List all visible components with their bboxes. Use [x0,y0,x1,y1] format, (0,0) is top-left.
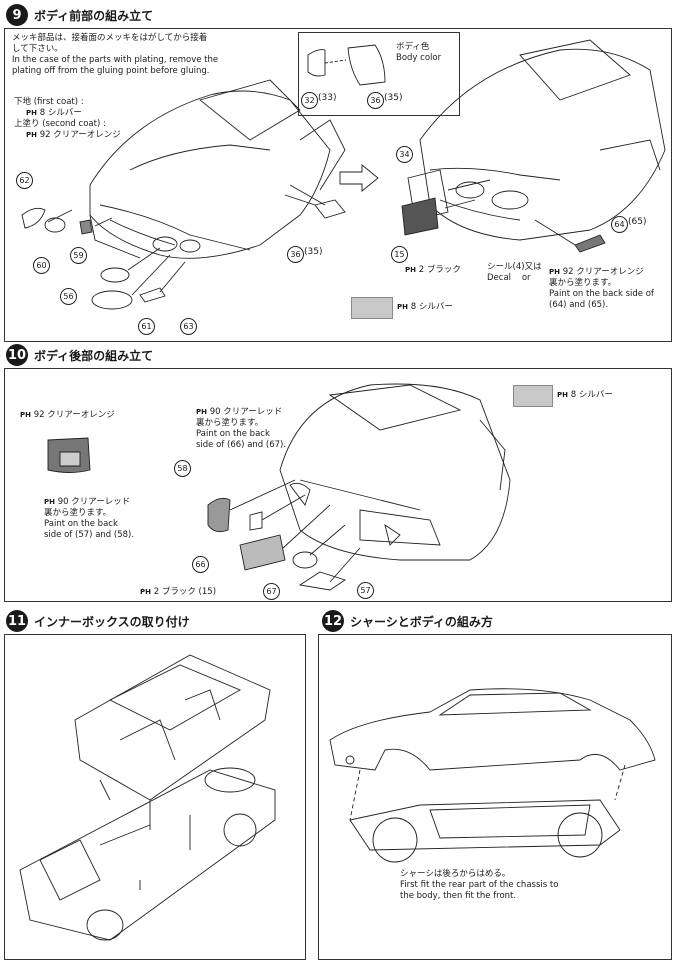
silver-legend: PH 8 シルバー [557,390,613,400]
ph-mark: PH [26,109,37,117]
step11-header: 11 インナーボックスの取り付け [6,610,190,632]
black-paint-label: PH 2 ブラック [405,265,461,275]
part-number: 58 [174,460,191,477]
body-color-jp: ボディ色 [396,42,430,52]
part-number-paren: (35) [384,93,403,103]
step9-header: 9 ボディ前部の組み立て [6,4,153,26]
orange-label: PH 92 クリアーオレンジ [20,410,115,420]
part-number: 59 [70,247,87,264]
coat-note: 下地 (first coat) : PH 8 シルバー 上塗り (second … [14,97,121,141]
part-number: 57 [357,582,374,599]
part-number: 36 [367,92,384,109]
body-color-en: Body color [396,53,442,63]
plating-note-line: plating off from the gluing point before… [12,66,210,76]
step12-header: 12 シャーシとボディの組み方 [322,610,493,632]
step12-note: シャーシは後ろからはめる。 First fit the rear part of… [400,869,559,901]
black-paint-label: PH 2 ブラック (15) [140,587,217,597]
part-number-paren: (33) [318,93,337,103]
step10-title: ボディ後部の組み立て [34,348,154,363]
red-top-note: PH 90 クリアーレッド 裏から塗ります。 Paint on the back… [196,407,287,450]
part-number-paren: (65) [628,217,647,227]
part-number: 32 [301,92,318,109]
silver-swatch [513,385,553,407]
step11-panel [4,634,306,960]
silver-swatch [351,297,393,319]
step12-title: シャーシとボディの組み方 [350,614,493,629]
plating-note-line: して下さい。 [12,44,63,54]
step9-number: 9 [6,4,28,26]
step9-title: ボディ前部の組み立て [34,8,154,23]
silver-legend: PH 8 シルバー [397,302,453,312]
part-number: 60 [33,257,50,274]
part-number: 36 [287,246,304,263]
part-number: 63 [180,318,197,335]
part-number: 67 [263,583,280,600]
plating-note-line: In the case of the parts with plating, r… [12,55,219,65]
ph-mark: PH [26,131,37,139]
step11-title: インナーボックスの取り付け [34,614,190,629]
step10-header: 10 ボディ後部の組み立て [6,344,153,366]
step12-panel [318,634,672,960]
part-number: 15 [391,246,408,263]
part-number: 62 [16,172,33,189]
decal-note: シール(4)又は Decal or [487,262,542,283]
first-coat-paint: 8 シルバー [39,108,82,118]
first-coat-label: 下地 (first coat) : [14,97,84,107]
part-number: 56 [60,288,77,305]
part-number: 66 [192,556,209,573]
part-number: 34 [396,146,413,163]
orange-back-note: PH 92 クリアーオレンジ 裏から塗ります。 Paint on the bac… [549,267,654,310]
second-coat-label: 上塗り (second coat) : [14,119,106,129]
step10-number: 10 [6,344,28,366]
part-number: 64 [611,216,628,233]
red-left-note: PH 90 クリアーレッド 裏から塗ります。 Paint on the back… [44,497,135,540]
second-coat-paint: 92 クリアーオレンジ [39,130,121,140]
step10-panel [4,368,672,602]
part-number: 61 [138,318,155,335]
step11-number: 11 [6,610,28,632]
part-number-paren: (35) [304,247,323,257]
plating-note: メッキ部品は、接着面のメッキをはがしてから接着 して下さい。 In the ca… [12,33,218,77]
step12-number: 12 [322,610,344,632]
plating-note-line: メッキ部品は、接着面のメッキをはがしてから接着 [12,33,208,43]
